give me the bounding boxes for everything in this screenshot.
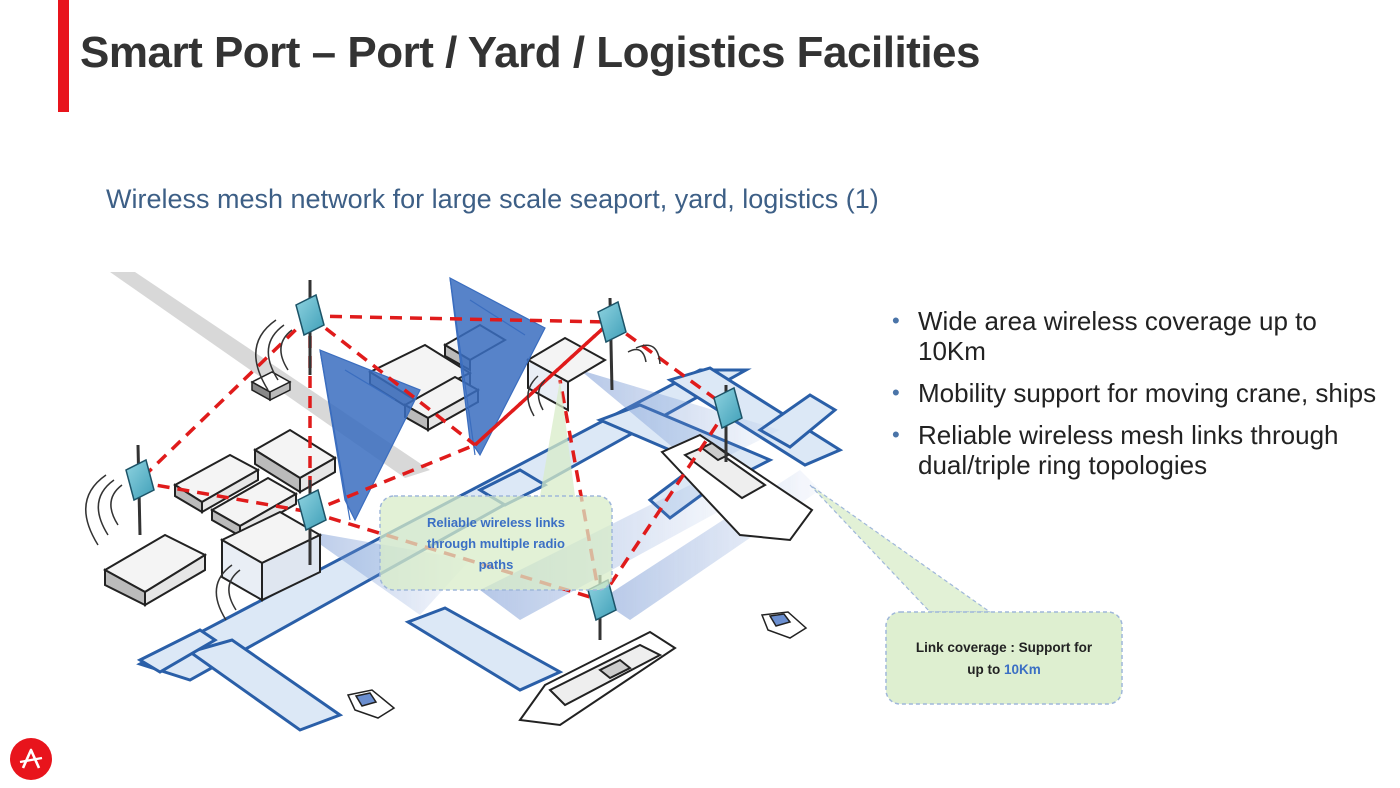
beam-fan-2: [580, 370, 780, 470]
signal-arcs: [85, 319, 661, 621]
radio-node-icon: [125, 444, 155, 536]
callout-link-coverage: Link coverage : Support for up to 10Km: [809, 484, 1123, 705]
callout-pointer: [809, 484, 992, 613]
truck-icon: [250, 371, 292, 402]
callout-coverage-line2: up to 10Km: [967, 662, 1041, 677]
radio-node-icon: [597, 297, 627, 391]
page-subtitle: Wireless mesh network for large scale se…: [106, 184, 879, 214]
warehouse-icon: [219, 510, 323, 602]
radio-nodes: [125, 280, 743, 640]
ship-icon: [660, 433, 814, 542]
feature-bullet-list: •Wide area wireless coverage up to 10Km …: [890, 306, 1380, 492]
bullet-dot-icon: •: [892, 380, 900, 405]
pier-short-left: [136, 628, 218, 674]
pier-mid: [404, 606, 564, 692]
callout-box: [885, 611, 1123, 705]
bullet-item: •Reliable wireless mesh links through du…: [892, 420, 1339, 480]
callout-reliable-line3: paths: [479, 557, 514, 572]
ship-icon: [518, 630, 677, 727]
radio-node-icon: [713, 385, 743, 462]
small-boat-icon: [346, 689, 396, 719]
port-mesh-diagram: Reliable wireless links through multiple…: [85, 272, 1123, 732]
title-accent-bar: [58, 0, 69, 112]
page-title: Smart Port – Port / Yard / Logistics Fac…: [80, 28, 980, 77]
brand-logo-icon: [10, 738, 52, 780]
bullet-dot-icon: •: [892, 422, 900, 447]
callout-reliable-line2: through multiple radio: [427, 536, 565, 551]
callout-reliable-line1: Reliable wireless links: [427, 515, 565, 530]
radio-node-icon: [295, 280, 325, 375]
crane-icon: [319, 349, 421, 522]
pier-bottom-left: [186, 638, 344, 732]
callout-coverage-line1: Link coverage : Support for: [916, 640, 1093, 655]
pier-cross-1: [757, 393, 838, 449]
callout-pointer: [540, 380, 575, 496]
warehouse-icon: [173, 453, 261, 514]
radio-node-icon: [297, 480, 327, 565]
bullet-item: •Mobility support for moving crane, ship…: [892, 378, 1377, 408]
callout-box: [379, 495, 613, 591]
callout-reliable-links: Reliable wireless links through multiple…: [379, 380, 613, 591]
small-boat-icon: [760, 611, 808, 639]
warehouse-icon: [102, 533, 208, 607]
bullet-dot-icon: •: [892, 308, 900, 333]
bullet-item: •Wide area wireless coverage up to 10Km: [892, 306, 1317, 366]
crane-icon: [449, 276, 546, 457]
